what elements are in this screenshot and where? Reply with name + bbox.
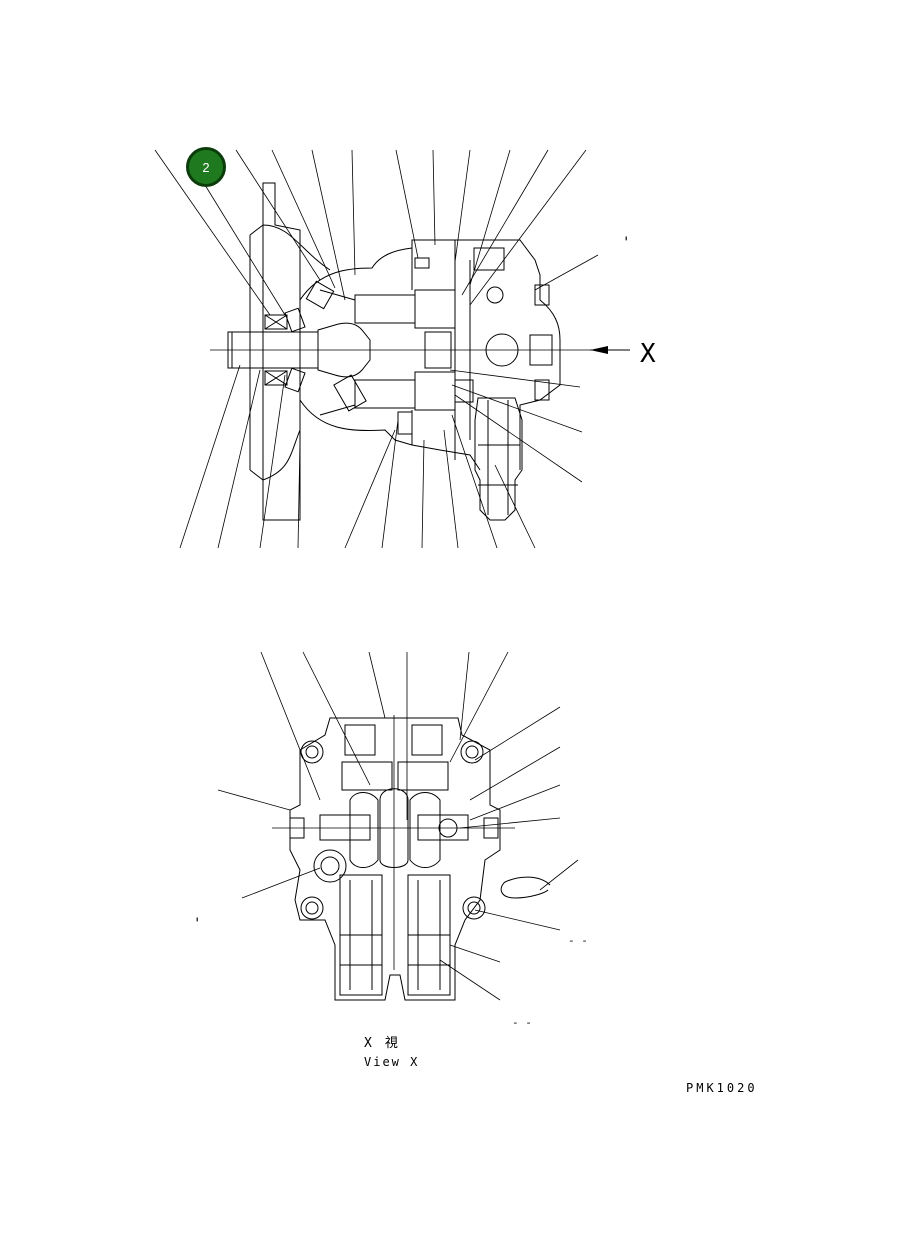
dash-mark-1: - - xyxy=(568,934,588,947)
relief-valve xyxy=(454,379,523,521)
valve-body xyxy=(289,717,501,1001)
top-leader-lines xyxy=(154,149,599,549)
view-caption-jp: X 視 xyxy=(364,1036,398,1051)
bottom-leader-lines xyxy=(217,651,579,1001)
bottom-view-x: ' - - - - X 視 View X xyxy=(193,651,588,1069)
dash-mark-2: - - xyxy=(512,1016,532,1029)
callout-number: 2 xyxy=(202,159,210,175)
view-caption-en: View X xyxy=(364,1055,419,1069)
tick-mark: ' xyxy=(622,235,630,251)
bolts xyxy=(300,740,486,920)
top-section-view: X ' xyxy=(154,149,656,549)
tick-mark-bottom: ' xyxy=(193,916,201,932)
drawing-code: PMK1020 xyxy=(686,1081,758,1095)
hook xyxy=(500,876,551,899)
callout-badge[interactable]: 2 xyxy=(186,147,226,187)
view-x-arrow-label: X xyxy=(640,339,656,369)
shaft xyxy=(227,307,371,393)
piston-assembly xyxy=(305,257,553,435)
relief-valves xyxy=(339,874,451,996)
motor-housing xyxy=(299,239,561,471)
flange xyxy=(249,182,331,521)
